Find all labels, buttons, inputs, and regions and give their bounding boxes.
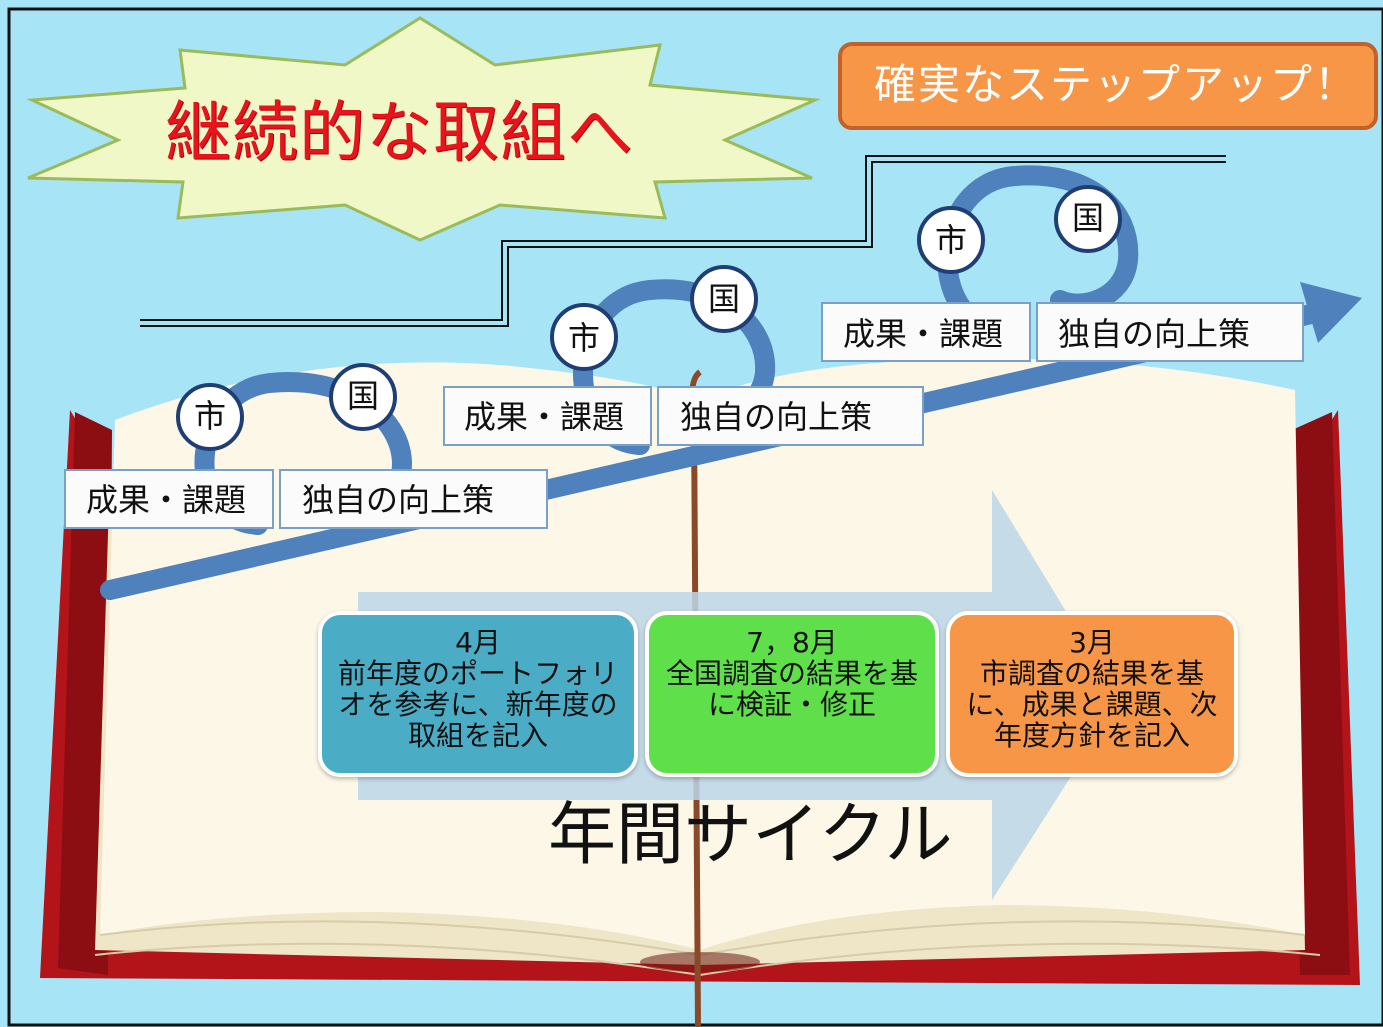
headline-starburst <box>26 16 821 242</box>
phase-march-text: 市調査の結果を基に、成果と課題、次年度方針を記入 <box>966 657 1218 752</box>
nation-label-1: 国 <box>347 377 380 415</box>
nation-circle-3 <box>1054 185 1122 253</box>
headline-title: 継続的な取組へ <box>165 94 634 171</box>
measures-box-1 <box>279 469 548 529</box>
measures-box-2 <box>657 386 924 446</box>
phase-april: 4月 前年度のポートフォリオを参考に、新年度の取組を記入 <box>318 611 638 777</box>
city-label-2: 市 <box>568 319 601 357</box>
step-up-callout <box>838 42 1378 130</box>
progress-arrowhead <box>1300 282 1362 343</box>
results-label-2: 成果・課題 <box>464 398 625 436</box>
nation-circle-1 <box>329 363 397 431</box>
nation-label-3: 国 <box>1072 199 1105 237</box>
phase-march-month: 3月 <box>1069 626 1115 659</box>
city-label-1: 市 <box>194 397 227 435</box>
results-label-1: 成果・課題 <box>86 481 247 519</box>
nation-label-2: 国 <box>708 280 741 318</box>
phase-july-august-month: 7，8月 <box>746 626 838 659</box>
measures-label-2: 独自の向上策 <box>680 398 873 436</box>
measures-box-3 <box>1036 302 1304 362</box>
results-label-3: 成果・課題 <box>843 315 1004 353</box>
city-circle-2 <box>550 303 618 371</box>
phase-july-august-text: 全国調査の結果を基に検証・修正 <box>665 657 918 721</box>
phase-march: 3月 市調査の結果を基に、成果と課題、次年度方針を記入 <box>946 611 1238 777</box>
city-circle-1 <box>176 383 244 451</box>
step-up-text: 確実なステップアップ！ <box>874 60 1359 109</box>
measures-label-1: 独自の向上策 <box>302 481 495 519</box>
phase-july-august: 7，8月 全国調査の結果を基に検証・修正 <box>645 611 939 777</box>
city-circle-3 <box>917 206 985 274</box>
results-box-3 <box>821 302 1031 362</box>
phase-april-text: 前年度のポートフォリオを参考に、新年度の取組を記入 <box>337 657 618 752</box>
staircase-line <box>140 155 1226 327</box>
phase-april-month: 4月 <box>455 626 501 659</box>
annual-cycle-title: 年間サイクル <box>548 796 953 875</box>
results-box-2 <box>443 386 652 446</box>
measures-label-3: 独自の向上策 <box>1058 315 1251 353</box>
city-label-3: 市 <box>935 221 968 259</box>
results-box-1 <box>64 469 274 529</box>
nation-circle-2 <box>690 265 758 333</box>
